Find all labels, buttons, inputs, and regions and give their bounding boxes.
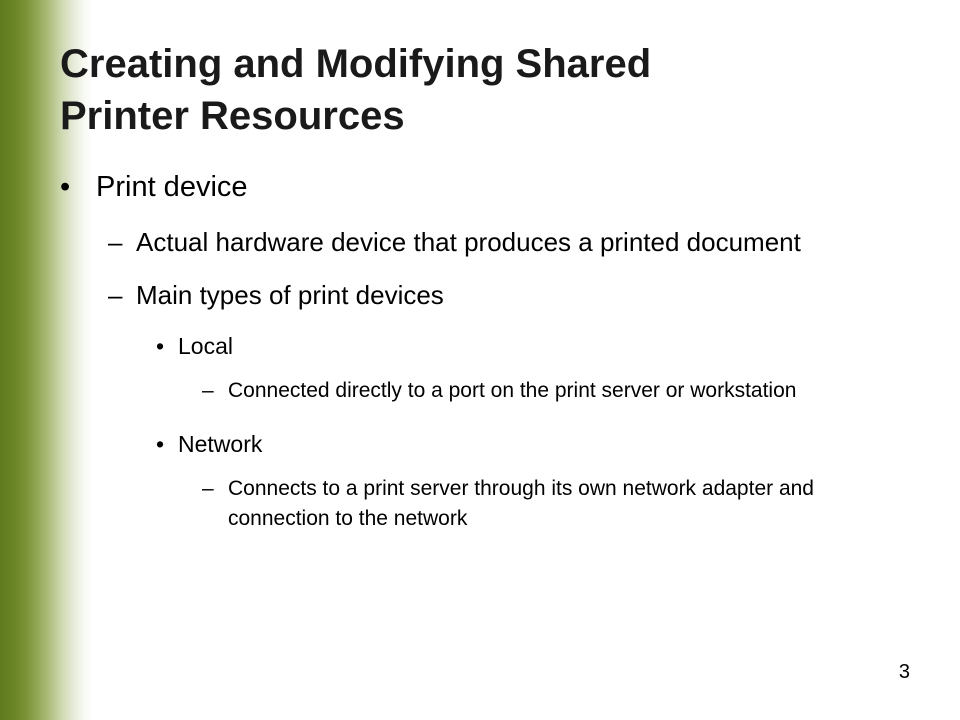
sub-bullet-actual-hardware: – Actual hardware device that produces a… [60,226,900,259]
bullet-text: Connected directly to a port on the prin… [228,379,797,402]
bullet-text: Main types of print devices [136,280,444,310]
bullet-marker: • [156,333,165,359]
bullet-text: Print device [96,171,248,203]
dash-marker: – [202,477,214,500]
slide-content: • Print device – Actual hardware device … [60,170,900,558]
dash-marker: – [202,379,214,402]
bullet-marker: • [156,431,165,457]
bullet-text: Local [178,333,233,359]
dash-marker: – [108,227,123,257]
bullet-local: • Local [60,332,900,360]
dash-marker: – [108,280,123,310]
bullet-marker: • [60,171,71,203]
slide-title: Creating and Modifying Shared Printer Re… [60,38,920,142]
slide-title-line-2: Printer Resources [60,94,405,138]
bullet-text: Connects to a print server through its o… [228,477,814,530]
green-gradient-side-bar [0,0,92,720]
bullet-network: • Network [60,430,900,458]
sub-bullet-network-description: – Connects to a print server through its… [60,474,900,534]
bullet-text: Actual hardware device that produces a p… [136,227,801,257]
sub-bullet-local-description: – Connected directly to a port on the pr… [60,376,900,406]
sub-bullet-main-types: – Main types of print devices [60,279,900,312]
page-number: 3 [898,661,910,683]
slide-title-line-1: Creating and Modifying Shared [60,42,652,86]
bullet-text: Network [178,431,263,457]
bullet-print-device: • Print device [60,170,900,204]
